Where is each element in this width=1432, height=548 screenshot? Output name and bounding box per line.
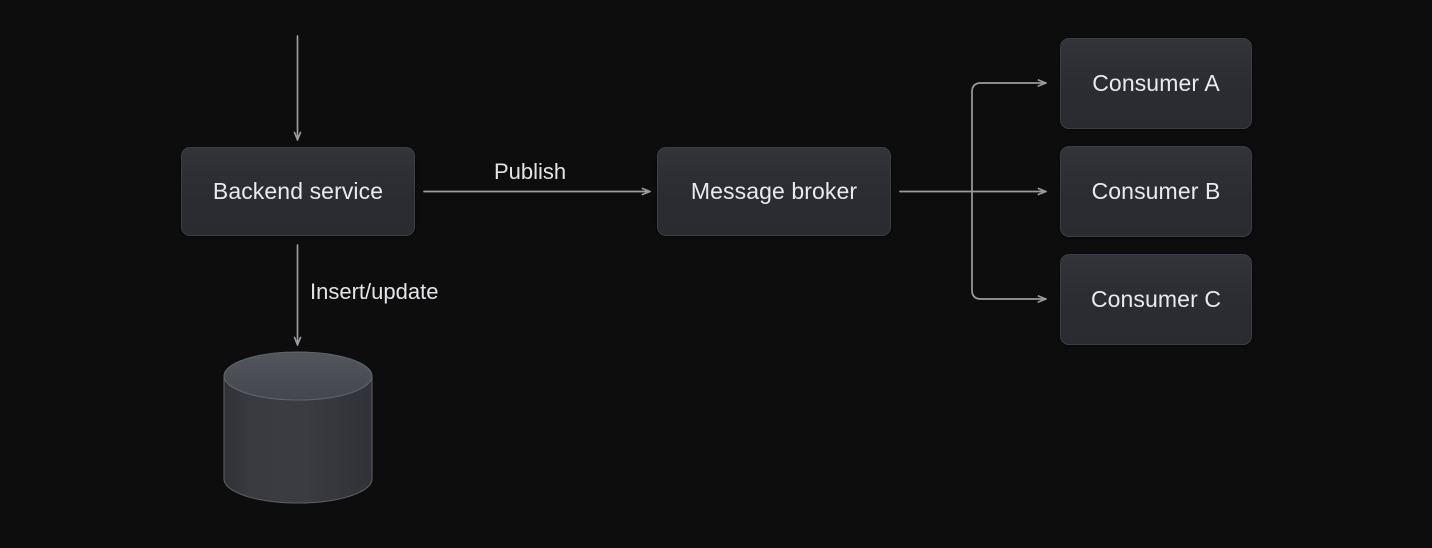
node-message-broker[interactable]: Message broker — [657, 147, 891, 236]
database-cylinder — [223, 351, 373, 504]
node-message-broker-label: Message broker — [690, 178, 858, 204]
edge-label-publish: Publish — [494, 159, 567, 184]
node-backend-service-label: Backend service — [212, 178, 384, 204]
node-consumer-a-label: Consumer A — [1092, 70, 1220, 96]
node-backend-service[interactable]: Backend service — [181, 147, 415, 236]
node-consumer-b[interactable]: Consumer B — [1060, 146, 1252, 237]
node-consumer-c-label: Consumer C — [1090, 286, 1222, 312]
node-consumer-c[interactable]: Consumer C — [1060, 254, 1252, 345]
edge-fanout-consumer-c — [971, 190, 1047, 303]
edge-label-insert-update: Insert/update — [310, 279, 439, 304]
node-consumer-a[interactable]: Consumer A — [1060, 38, 1252, 129]
edge-fanout-consumer-a — [971, 79, 1047, 193]
node-consumer-b-label: Consumer B — [1091, 178, 1221, 204]
